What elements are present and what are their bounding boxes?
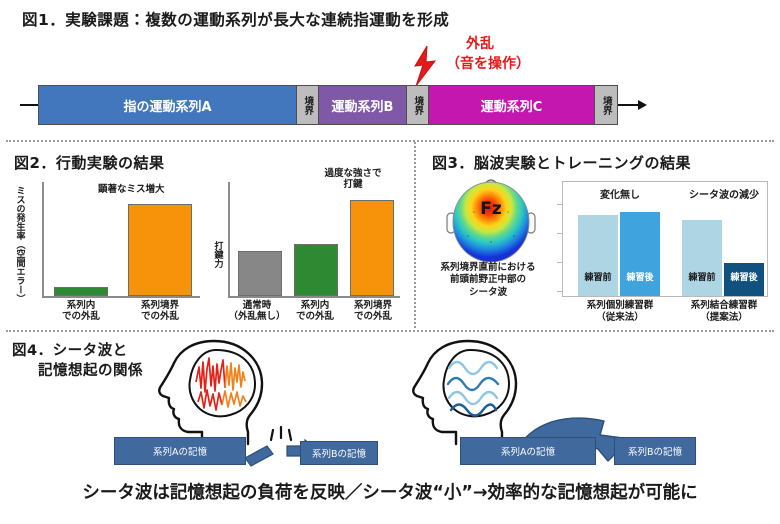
panel-separator-bottom bbox=[6, 330, 774, 332]
error-rate-ylabel: ミスの発生率（空間エラー） bbox=[14, 186, 25, 303]
theta-bar-label: 練習後 bbox=[626, 273, 654, 283]
force-chart-annotation: 過度な強さで打鍵 bbox=[324, 168, 382, 191]
error-chart-y-axis bbox=[42, 182, 44, 296]
force-chart-xtick-1: 系列内での外乱 bbox=[295, 300, 334, 323]
theta-group-label: 系列個別練習群（従来法） bbox=[586, 300, 654, 323]
theta-bar-label: 練習前 bbox=[688, 273, 716, 283]
memory-box-right-a: 系列Aの記憶 bbox=[460, 437, 596, 465]
timeline-boundary-segment: 境界 bbox=[297, 86, 319, 124]
force-ylabel: 打鍵力 bbox=[212, 240, 223, 268]
panel-separator-vertical bbox=[414, 142, 416, 328]
figure4-title-line2: 記憶想起の関係 bbox=[38, 362, 143, 379]
theta-bar bbox=[682, 220, 722, 296]
theta-bar bbox=[578, 215, 618, 296]
error-chart-x-axis bbox=[42, 296, 200, 298]
figure2-title: 図2．行動実験の結果 bbox=[14, 154, 165, 172]
theta-bar bbox=[724, 263, 764, 296]
timeline-sequence-segment: 運動系列B bbox=[319, 86, 407, 124]
error-chart-xtick-1: 系列境界での外乱 bbox=[140, 300, 179, 323]
figure1-title: 図1．実験課題：複数の運動系列が長大な連続指運動を形成 bbox=[22, 11, 450, 29]
figure4-title: 図4．シータ波と 記憶想起の関係 bbox=[12, 342, 143, 381]
panel-separator-top bbox=[6, 140, 774, 142]
theta-chart-ytick-0 bbox=[557, 204, 563, 205]
timeline-left-stub bbox=[20, 104, 38, 106]
force-chart-x-axis bbox=[228, 296, 400, 298]
timeline-sequence-segment: 指の運動系列A bbox=[39, 86, 297, 124]
timeline-boundary-segment: 境界 bbox=[407, 86, 429, 124]
theta-chart-ytick-3 bbox=[557, 291, 563, 292]
timeline-boundary-segment: 境界 bbox=[595, 86, 617, 124]
force-chart-xtick-0: 通常時（外乱無し） bbox=[228, 300, 286, 323]
timeline-right-stub bbox=[618, 104, 638, 106]
error-chart-annotation: 顕著なミス増大 bbox=[98, 184, 165, 195]
memory-box-right-b: 系列Bの記憶 bbox=[614, 437, 696, 465]
timeline-arrow-icon bbox=[638, 100, 647, 110]
theta-bar-label: 練習前 bbox=[584, 273, 612, 283]
eeg-topography-map: Fz bbox=[438, 178, 544, 264]
head-high-theta bbox=[150, 336, 280, 448]
theta-chart-ytick-2 bbox=[557, 262, 563, 263]
force-chart-y-axis bbox=[228, 182, 230, 296]
timeline-sequence-segment: 運動系列C bbox=[429, 86, 595, 124]
lightning-bolt-icon bbox=[412, 45, 438, 87]
bottom-caption: シータ波は記憶想起の負荷を反映／シータ波“小”→効率的な記憶想起が可能に bbox=[82, 483, 698, 503]
disturbance-label: 外乱 bbox=[466, 36, 494, 52]
figure4-title-line1: 図4．シータ波と bbox=[12, 343, 128, 359]
theta-group-annotation: 変化無し bbox=[600, 190, 640, 201]
bar-force-at-boundary bbox=[350, 200, 394, 296]
disturbance-sublabel: （音を操作） bbox=[446, 56, 530, 72]
topography-caption: 系列境界直前における前頭前野正中部のシータ波 bbox=[440, 262, 536, 298]
memory-box-left-a: 系列Aの記憶 bbox=[114, 437, 246, 465]
head-low-theta bbox=[404, 336, 534, 448]
bar-error-at-boundary bbox=[128, 204, 192, 296]
theta-bar-label: 練習後 bbox=[730, 273, 758, 283]
theta-group-annotation: シータ波の減少 bbox=[689, 190, 759, 201]
theta-group-label: 系列結合練習群（提案法） bbox=[690, 300, 758, 323]
bar-error-within-sequence bbox=[54, 287, 108, 296]
memory-box-left-b: 系列Bの記憶 bbox=[300, 441, 378, 465]
theta-chart-ytick-1 bbox=[557, 233, 563, 234]
fz-electrode-label: Fz bbox=[480, 199, 502, 219]
force-chart-xtick-2: 系列境界での外乱 bbox=[353, 300, 392, 323]
theta-bar bbox=[620, 212, 660, 296]
bar-force-normal bbox=[238, 251, 282, 296]
error-chart-xtick-0: 系列内での外乱 bbox=[61, 300, 100, 323]
figure3-title: 図3．脳波実験とトレーニングの結果 bbox=[432, 154, 691, 172]
bar-force-within-sequence bbox=[294, 244, 338, 296]
